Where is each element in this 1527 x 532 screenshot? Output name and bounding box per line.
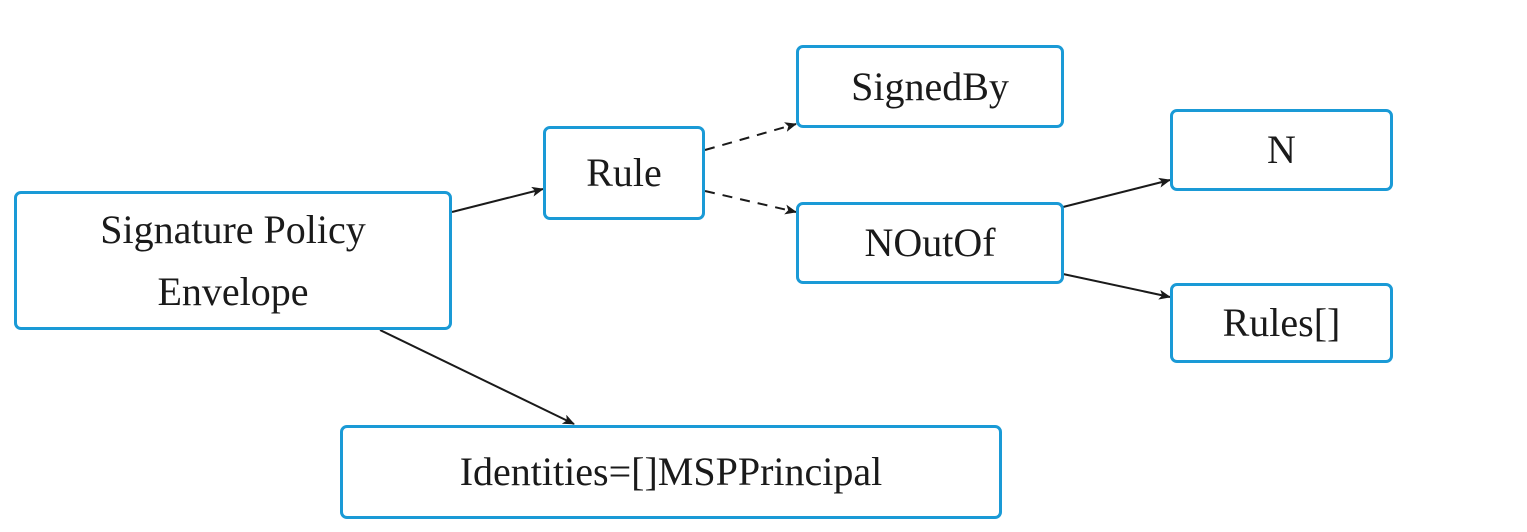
node-label-line-2: Envelope bbox=[157, 268, 309, 314]
node-noutof: NOutOf bbox=[796, 202, 1064, 284]
edge-noutof-to-rules bbox=[1062, 273, 1171, 300]
node-label-line-1: Signature Policy bbox=[100, 206, 366, 252]
edge-envelope-to-identities bbox=[379, 329, 575, 425]
edge-envelope-to-rule bbox=[451, 186, 544, 213]
node-rule: Rule bbox=[543, 126, 705, 220]
node-label: SignedBy bbox=[851, 63, 1009, 109]
node-label: NOutOf bbox=[864, 220, 996, 265]
node-label: Signature Policy Envelope bbox=[100, 199, 366, 323]
node-label: Identities=[]MSPPrincipal bbox=[459, 449, 883, 494]
node-n: N bbox=[1170, 109, 1393, 191]
node-label: Rule bbox=[586, 150, 662, 195]
node-label: N bbox=[1267, 127, 1296, 172]
node-identities: Identities=[]MSPPrincipal bbox=[340, 425, 1002, 519]
node-signedby: SignedBy bbox=[796, 45, 1064, 128]
node-signature-policy-envelope: Signature Policy Envelope bbox=[14, 191, 452, 330]
edge-rule-to-signedby bbox=[704, 122, 797, 151]
edge-rule-to-noutof bbox=[704, 190, 797, 215]
node-rules-array: Rules[] bbox=[1170, 283, 1393, 363]
node-label: Rules[] bbox=[1222, 300, 1341, 345]
edge-noutof-to-n bbox=[1062, 177, 1171, 208]
